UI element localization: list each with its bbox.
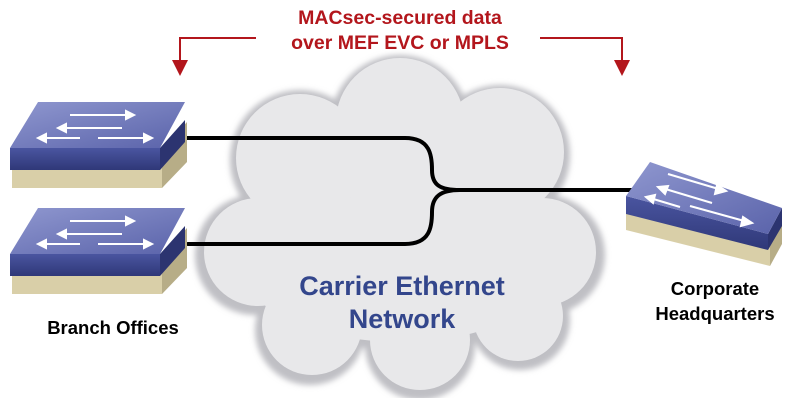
banner-arrows	[172, 37, 630, 76]
links	[176, 136, 642, 246]
cloud-label-line-1: Carrier Ethernet	[299, 271, 505, 301]
left-bracket-line	[179, 37, 256, 62]
cloud-body	[204, 58, 596, 390]
banner-line-1: MACsec-secured data	[298, 7, 502, 29]
branch-offices-label: Branch Offices	[47, 317, 179, 338]
right-arrow-head	[614, 60, 630, 76]
hq-label-line-1: Corporate	[670, 278, 760, 299]
banner-label: MACsec-secured data over MEF EVC or MPLS	[245, 6, 555, 56]
branch-switch-2	[10, 208, 187, 294]
hq-switch	[626, 162, 782, 266]
link-branch-2	[186, 188, 462, 246]
cloud-label-line-2: Network	[348, 304, 456, 334]
cloud-label: Carrier Ethernet Network	[262, 270, 542, 336]
hq-label-line-2: Headquarters	[655, 303, 775, 324]
left-arrow-head	[172, 60, 188, 76]
right-bracket-line	[540, 37, 623, 62]
banner-line-2: over MEF EVC or MPLS	[291, 32, 509, 54]
hq-label: Corporate Headquarters	[640, 276, 790, 326]
carrier-cloud	[195, 55, 605, 398]
branch-switch-1	[10, 102, 187, 188]
